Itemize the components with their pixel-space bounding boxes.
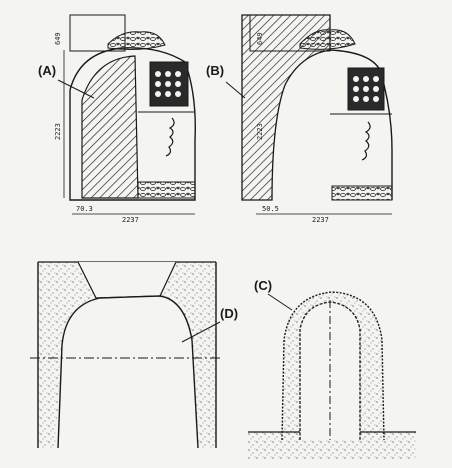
drawing-b-hatched-wall <box>241 14 331 201</box>
drawing-b: 649 2223 50.5 2237 (B) <box>206 14 393 224</box>
drawing-b-rock-marking <box>361 121 371 161</box>
drawing-a-base-rubble <box>137 181 196 199</box>
drawing-b-base-dim: 50.5 <box>262 205 279 213</box>
drawing-d-arch <box>57 295 199 449</box>
drawing-b-crown-rubble <box>299 29 356 50</box>
label-c: (C) <box>254 278 272 293</box>
drawing-d: (D) <box>30 261 238 449</box>
drawing-d-ground <box>38 262 216 448</box>
drawing-a-rock-marking <box>165 117 175 157</box>
drawing-a-height-dim: 2223 <box>54 123 62 140</box>
label-a: (A) <box>38 63 56 78</box>
drawing-c: (C) <box>248 278 416 460</box>
label-d: (D) <box>220 306 238 321</box>
drawing-b-width-dim: 2237 <box>312 216 329 224</box>
drawing-a-base-dim: 70.3 <box>76 205 93 213</box>
drawing-a: 649 2223 70.3 2237 (A) <box>38 14 196 224</box>
drawing-a-width-dim: 2237 <box>122 216 139 224</box>
drawing-a-hatched-section <box>81 55 139 199</box>
drawing-b-height-dim: 2223 <box>256 123 264 140</box>
label-b: (B) <box>206 63 224 78</box>
drawing-b-base-rubble <box>331 185 393 201</box>
drawing-a-crown-rubble <box>107 31 166 50</box>
drawing-a-top-dim: 649 <box>54 32 62 45</box>
